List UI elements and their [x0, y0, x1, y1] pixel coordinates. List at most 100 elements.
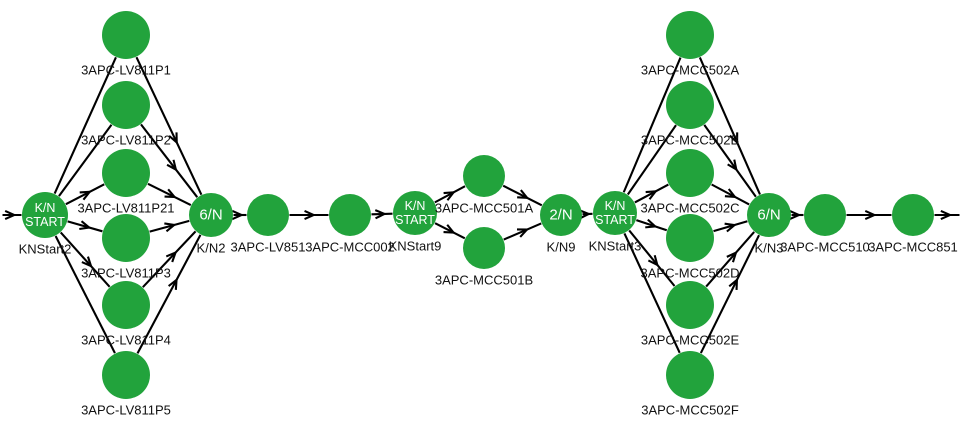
node-inner-label-line1: K/N	[605, 199, 626, 213]
node-lv811p2[interactable]	[102, 81, 150, 129]
node-circle[interactable]	[463, 155, 505, 197]
edge-lv851-to-mcc002[interactable]	[289, 209, 329, 221]
edge-line	[698, 57, 761, 195]
edge-mcc502c-to-kn3[interactable]	[711, 183, 750, 206]
node-caption-kn2: K/N2	[197, 240, 226, 255]
node-mcc502d[interactable]	[666, 214, 714, 262]
node-circle[interactable]	[666, 351, 714, 399]
node-circle[interactable]	[666, 281, 714, 329]
node-circle[interactable]	[540, 194, 582, 236]
node-caption-lv811p21: 3APC-LV811P21	[77, 200, 174, 215]
edge-lv811p2-to-kn2[interactable]	[140, 123, 199, 198]
node-circle[interactable]	[247, 194, 289, 236]
edge-mcc851-to-EXIT[interactable]	[934, 209, 960, 221]
edge-kn3-to-mcc510[interactable]	[789, 209, 804, 221]
edge-ENTRY-to-knstart2[interactable]	[2, 209, 22, 221]
node-mcc502e[interactable]	[666, 281, 714, 329]
node-lv811p3[interactable]	[102, 214, 150, 262]
edge-mcc502d-to-kn3[interactable]	[713, 220, 748, 233]
edge-knstart3-to-mcc502f[interactable]	[623, 232, 681, 354]
node-circle[interactable]	[892, 194, 934, 236]
node-circle[interactable]	[463, 227, 505, 269]
node-circle[interactable]	[102, 351, 150, 399]
node-circle[interactable]	[102, 281, 150, 329]
edge-knstart3-to-mcc502d[interactable]	[636, 218, 668, 232]
node-inner-label: 6/N	[757, 206, 780, 223]
node-circle[interactable]	[22, 192, 68, 238]
node-lv811p4[interactable]	[102, 281, 150, 329]
node-kn9[interactable]: 2/N	[540, 194, 582, 236]
node-circle[interactable]	[666, 149, 714, 197]
edge-lv811p21-to-kn2[interactable]	[147, 182, 192, 206]
node-lv811p21[interactable]	[102, 149, 150, 197]
node-kn2[interactable]: 6/N	[189, 193, 233, 237]
node-mcc002[interactable]	[329, 194, 371, 236]
edge-mcc002-to-knstart9[interactable]	[371, 209, 393, 220]
edge-arrowhead-icon	[645, 218, 658, 229]
node-caption-kn3: K/N3	[755, 240, 784, 255]
edge-knstart2-to-lv811p3[interactable]	[67, 220, 103, 233]
edge-kn2-to-lv851[interactable]	[232, 209, 247, 221]
node-mcc502f[interactable]	[666, 351, 714, 399]
node-circle[interactable]	[747, 193, 791, 237]
node-mcc510[interactable]	[804, 194, 846, 236]
edge-arrowhead-icon	[443, 191, 456, 201]
edge-mcc502e-to-kn3[interactable]	[705, 231, 755, 288]
edge-arrowhead-icon	[304, 209, 317, 221]
node-circle[interactable]	[393, 191, 437, 235]
edge-knstart3-to-mcc502b[interactable]	[626, 124, 677, 196]
edge-knstart2-to-lv811p5[interactable]	[54, 235, 116, 354]
edge-knstart9-to-mcc501a[interactable]	[434, 185, 466, 204]
node-circle[interactable]	[102, 81, 150, 129]
edge-knstart3-to-mcc502a[interactable]	[622, 57, 682, 193]
edge-knstart3-to-mcc502e[interactable]	[628, 229, 676, 287]
edge-line	[713, 220, 748, 233]
node-circle[interactable]	[666, 214, 714, 262]
node-circle[interactable]	[666, 81, 714, 129]
node-kn3[interactable]: 6/N	[747, 193, 791, 237]
edge-knstart2-to-lv811p2[interactable]	[58, 124, 113, 197]
edge-knstart3-to-mcc502c[interactable]	[634, 183, 669, 204]
node-circle[interactable]	[102, 11, 150, 59]
edge-line	[502, 184, 543, 207]
edge-knstart2-to-lv811p4[interactable]	[59, 231, 111, 288]
edge-mcc502b-to-kn3[interactable]	[703, 124, 757, 198]
node-circle[interactable]	[102, 214, 150, 262]
node-lv811p1[interactable]	[102, 11, 150, 59]
node-mcc851[interactable]	[892, 194, 934, 236]
edge-mcc501b-to-kn9[interactable]	[503, 222, 542, 241]
edge-lv811p4-to-kn2[interactable]	[142, 230, 197, 288]
node-mcc502c[interactable]	[666, 149, 714, 197]
edge-lv811p3-to-kn2[interactable]	[149, 219, 190, 233]
edge-mcc510-to-mcc851[interactable]	[846, 209, 892, 221]
node-circle[interactable]	[102, 149, 150, 197]
node-caption-kn9: K/N9	[547, 239, 576, 254]
edge-lv811p1-to-kn2[interactable]	[135, 56, 203, 196]
edge-knstart9-to-mcc501b[interactable]	[434, 222, 466, 240]
node-lv811p5[interactable]	[102, 351, 150, 399]
edge-line	[65, 183, 105, 206]
edge-kn9-to-knstart3[interactable]	[579, 209, 593, 220]
edge-knstart2-to-lv811p21[interactable]	[65, 183, 105, 206]
edge-knstart2-to-lv811p1[interactable]	[53, 56, 117, 195]
node-circle[interactable]	[666, 11, 714, 59]
node-mcc501a[interactable]	[463, 155, 505, 197]
node-mcc501b[interactable]	[463, 227, 505, 269]
node-circle[interactable]	[804, 194, 846, 236]
node-lv851[interactable]	[247, 194, 289, 236]
edge-arrowhead-icon	[789, 209, 802, 221]
edge-lv811p5-to-kn2[interactable]	[136, 234, 202, 354]
node-circle[interactable]	[329, 194, 371, 236]
edge-mcc502a-to-kn3[interactable]	[698, 57, 761, 195]
node-circle[interactable]	[189, 193, 233, 237]
node-mcc502a[interactable]	[666, 11, 714, 59]
edge-mcc501a-to-kn9[interactable]	[502, 184, 543, 207]
edge-mcc502f-to-kn3[interactable]	[699, 234, 760, 354]
node-circle[interactable]	[593, 191, 637, 235]
node-mcc502b[interactable]	[666, 81, 714, 129]
edge-arrowhead-icon	[645, 190, 658, 200]
